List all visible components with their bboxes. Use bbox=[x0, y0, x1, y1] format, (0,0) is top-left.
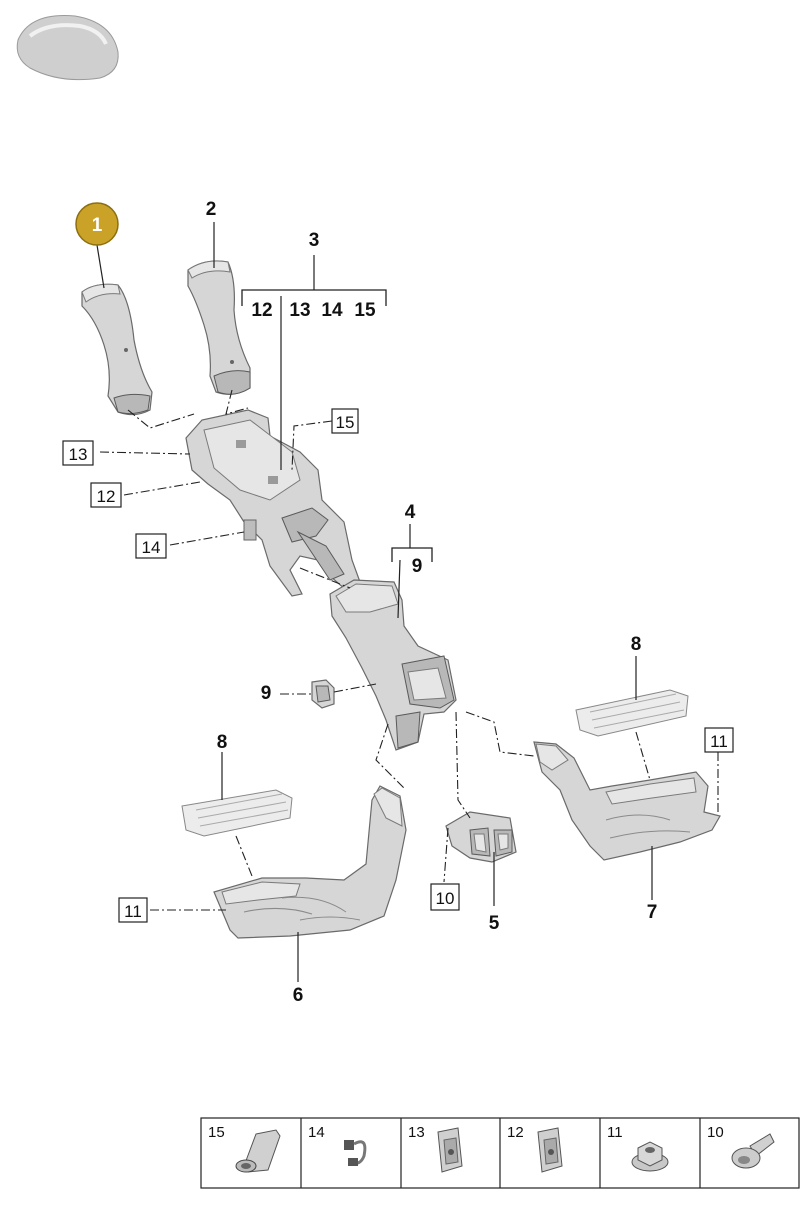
part-8-grille-left[interactable] bbox=[181, 789, 293, 837]
wire-clip-icon bbox=[344, 1140, 367, 1166]
vehicle-silhouette-icon bbox=[16, 15, 119, 81]
callout-1-label: 1 bbox=[92, 215, 103, 236]
legend-cell-12[interactable]: 12 bbox=[507, 1124, 563, 1173]
sleeve-nut-icon bbox=[235, 1129, 281, 1173]
group-bracket-4 bbox=[391, 547, 433, 562]
part-2-air-duct[interactable] bbox=[187, 260, 251, 395]
boxed-callout-11-right-label: 11 bbox=[710, 732, 728, 751]
part-4-centre-duct[interactable] bbox=[329, 579, 457, 751]
group-bracket-3 bbox=[241, 289, 387, 306]
part-3-carrier-frame[interactable] bbox=[185, 409, 361, 597]
group3-item-15: 15 bbox=[354, 300, 376, 321]
legend-label-12: 12 bbox=[507, 1124, 524, 1141]
legend-label-13: 13 bbox=[408, 1124, 425, 1141]
boxed-callout-14-label: 14 bbox=[142, 538, 161, 557]
boxed-callout-11-left-label: 11 bbox=[124, 902, 142, 921]
callout-5: 5 bbox=[489, 913, 500, 934]
callout-7: 7 bbox=[647, 902, 658, 923]
legend-cell-15[interactable]: 15 bbox=[208, 1124, 281, 1173]
legend-label-14: 14 bbox=[308, 1124, 325, 1141]
boxed-callout-13[interactable]: 13 bbox=[62, 440, 94, 466]
flange-nut-icon bbox=[631, 1141, 669, 1172]
boxed-callout-11-left[interactable]: 11 bbox=[118, 897, 148, 923]
callout-6: 6 bbox=[293, 985, 304, 1006]
part-9-clip[interactable] bbox=[311, 679, 335, 709]
callout-1-highlight[interactable]: 1 bbox=[75, 202, 119, 246]
part-5-outlet-nozzle[interactable] bbox=[445, 811, 517, 863]
legend-cell-10[interactable]: 10 bbox=[707, 1124, 775, 1169]
legend-label-15: 15 bbox=[208, 1124, 225, 1141]
legend-cell-14[interactable]: 14 bbox=[308, 1124, 367, 1166]
legend-label-11: 11 bbox=[607, 1124, 623, 1141]
group4-item-9: 9 bbox=[412, 556, 423, 577]
part-6-floor-duct[interactable] bbox=[213, 785, 407, 939]
legend-cell-11[interactable]: 11 bbox=[607, 1124, 669, 1172]
callout-2: 2 bbox=[206, 199, 217, 220]
leader-lines bbox=[96, 222, 653, 982]
callout-9: 9 bbox=[261, 683, 272, 704]
clip-nut-icon bbox=[437, 1127, 463, 1173]
legend-label-10: 10 bbox=[707, 1124, 724, 1141]
boxed-callout-15[interactable]: 15 bbox=[331, 408, 359, 434]
part-1-air-duct[interactable] bbox=[81, 283, 153, 416]
group3-item-12: 12 bbox=[251, 300, 272, 321]
boxed-callout-12-label: 12 bbox=[97, 487, 116, 506]
callout-8-left: 8 bbox=[217, 732, 228, 753]
callout-3: 3 bbox=[309, 230, 320, 251]
callout-8-right: 8 bbox=[631, 634, 642, 655]
boxed-callout-11-right[interactable]: 11 bbox=[704, 727, 734, 753]
boxed-callout-10-label: 10 bbox=[436, 889, 455, 908]
group3-item-14: 14 bbox=[321, 300, 343, 321]
callout-4: 4 bbox=[405, 502, 416, 523]
group3-item-13: 13 bbox=[289, 300, 310, 321]
assembly-lines bbox=[99, 389, 719, 911]
legend-cell-13[interactable]: 13 bbox=[408, 1124, 463, 1173]
part-8-grille-right[interactable] bbox=[575, 689, 689, 737]
hardware-legend: 15 14 13 12 bbox=[200, 1117, 800, 1189]
expansion-rivet-icon bbox=[731, 1133, 775, 1169]
boxed-callout-15-label: 15 bbox=[336, 413, 355, 432]
boxed-callout-12[interactable]: 12 bbox=[90, 482, 122, 508]
boxed-callout-13-label: 13 bbox=[69, 445, 88, 464]
boxed-callout-14[interactable]: 14 bbox=[135, 533, 167, 559]
boxed-callout-10[interactable]: 10 bbox=[430, 883, 460, 911]
spring-clip-icon bbox=[537, 1127, 563, 1173]
part-7-floor-duct[interactable] bbox=[533, 741, 721, 861]
